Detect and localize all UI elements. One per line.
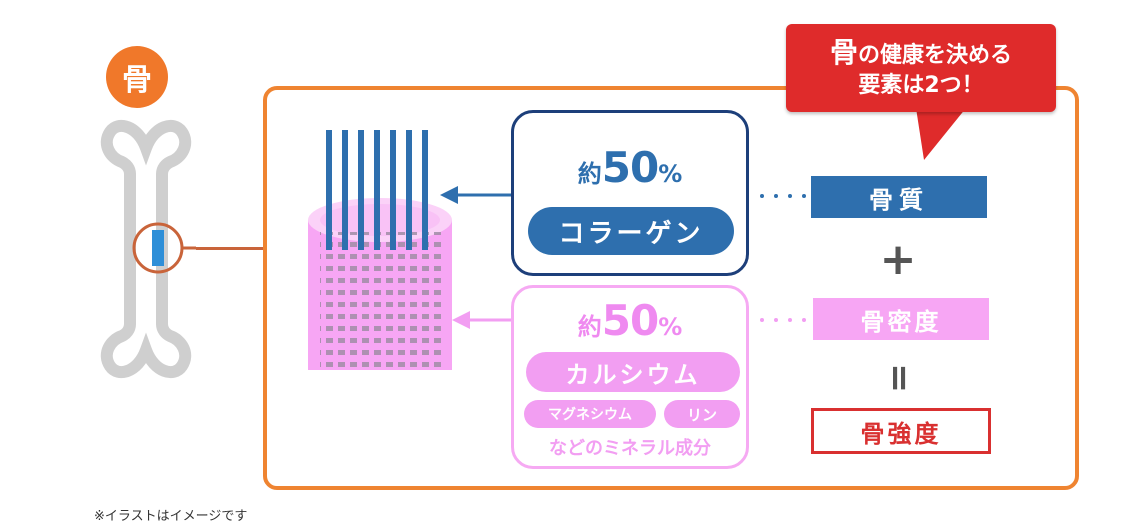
magnesium-label: マグネシウム (524, 400, 656, 428)
footnote: ※イラストはイメージです (94, 509, 248, 524)
collagen-box: 約50% コラーゲン (511, 110, 749, 276)
bone-density-label: 骨密度 (813, 298, 989, 340)
collagen-arrow (440, 186, 514, 204)
bone-illustration (100, 120, 196, 378)
callout-tail (916, 108, 966, 160)
phosphorus-label: リン (664, 400, 740, 428)
zoom-connector (196, 247, 264, 250)
collagen-label: コラーゲン (528, 207, 734, 255)
collagen-fibers (326, 130, 428, 250)
calcium-percentage: 約50% (577, 296, 683, 345)
plus-sign: + (879, 234, 917, 285)
equals-sign: = (879, 363, 920, 394)
mineral-note: などのミネラル成分 (549, 438, 711, 459)
calcium-box: 約50% カルシウム マグネシウム リン などのミネラル成分 (511, 285, 749, 469)
leader-dots-density (760, 318, 806, 322)
calcium-arrow (452, 311, 514, 329)
bone-highlight (152, 230, 164, 266)
leader-dots-quality (760, 194, 806, 198)
bone-quality-label: 骨質 (811, 176, 987, 218)
bone-shape (100, 120, 192, 378)
collagen-percentage: 約50% (577, 143, 683, 192)
bone-badge: 骨 (106, 46, 168, 108)
detail-frame (263, 86, 1079, 490)
callout-bubble: 骨の健康を決める 要素は2つ！ (786, 24, 1056, 112)
calcium-label: カルシウム (526, 352, 740, 392)
bone-strength-label: 骨強度 (811, 408, 991, 454)
mineral-grid (320, 232, 444, 370)
bone-structure-diagram (308, 130, 452, 370)
